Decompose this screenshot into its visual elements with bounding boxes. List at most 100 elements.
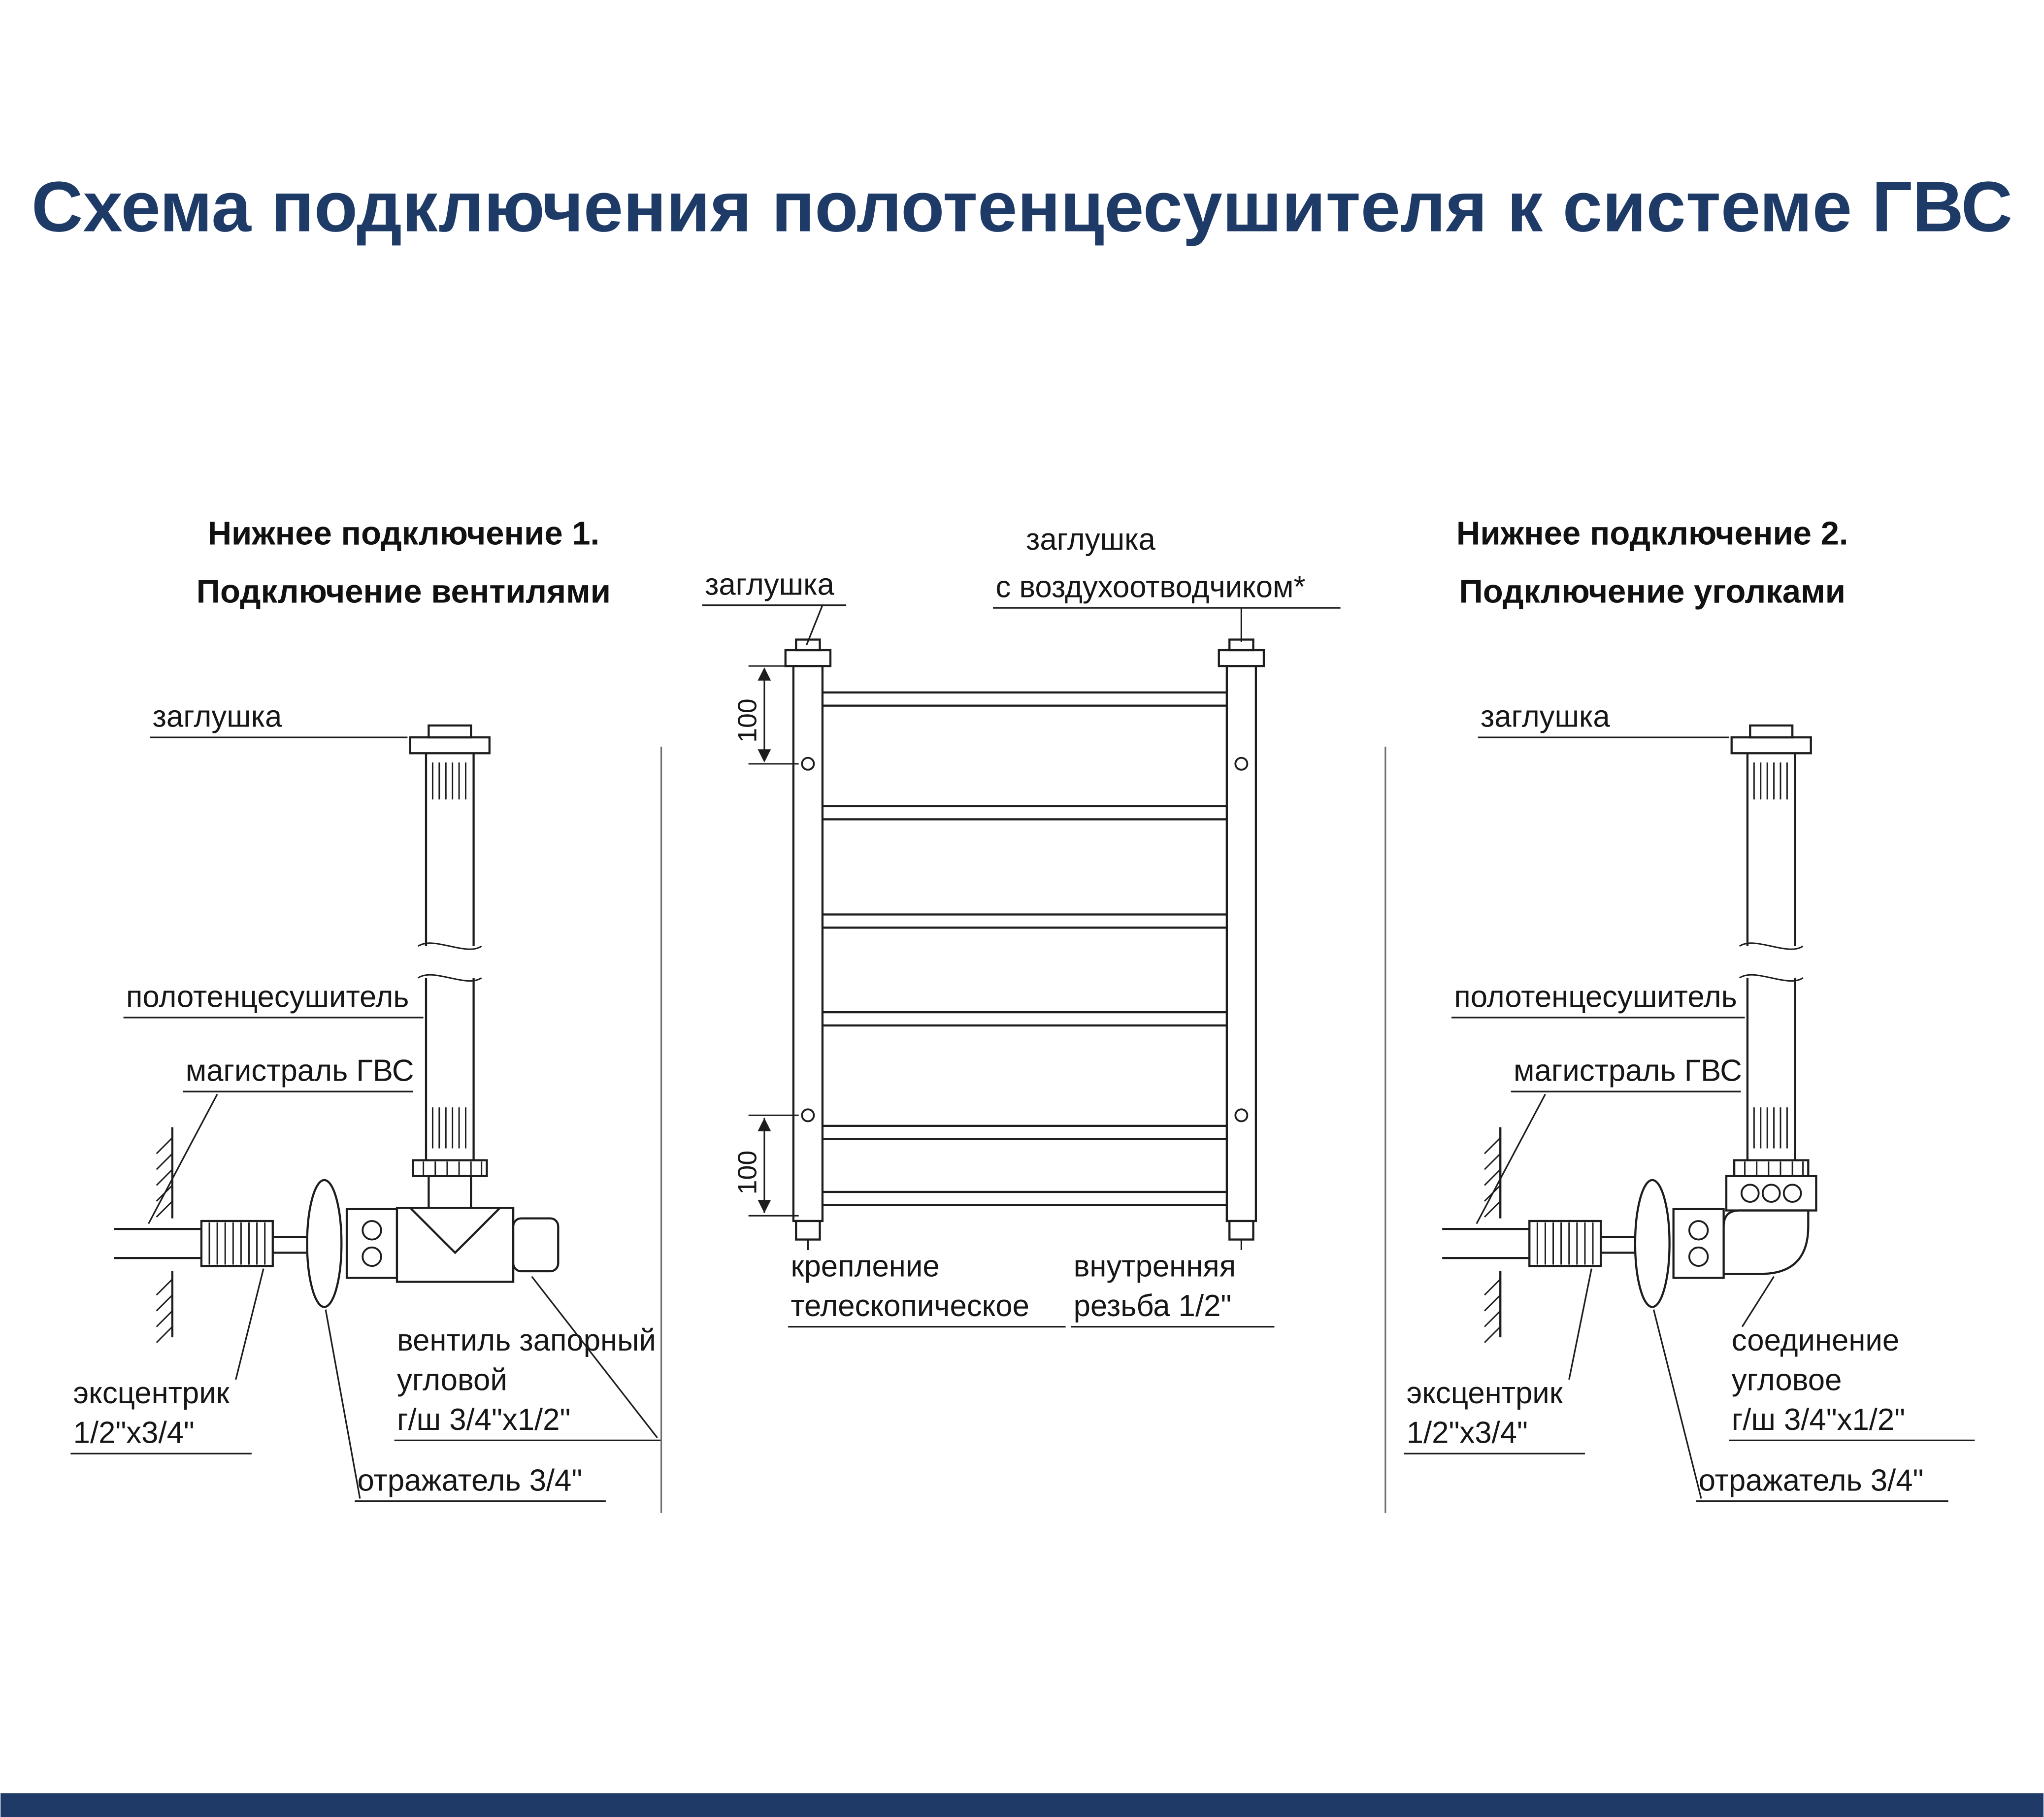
thread-label-line2: резьба 1/2" (1074, 1289, 1232, 1323)
towel-rail-label: полотенцесушитель (1454, 980, 1737, 1014)
eccentric-label-left-section: эксцентрик 1/2"x3/4" (70, 1268, 264, 1454)
neck-lines (1601, 1236, 1635, 1254)
thread-label-group: внутренняя резьба 1/2" (1071, 1239, 1275, 1328)
mount-hole (1234, 757, 1249, 771)
cap-right-label-group: заглушка с воздухоотводчиком* (992, 523, 1341, 642)
thread-hatch-bottom (1753, 1107, 1788, 1149)
pipe-break-waves (1739, 942, 1804, 982)
connection-2-diagram: Нижнее подключение 2. Подключение уголка… (1404, 515, 1975, 1502)
eccentric-label-line1: эксцентрик (73, 1376, 230, 1410)
hws-main-label-left-section: магистраль ГВС (148, 1054, 414, 1224)
eccentric-label-line2: 1/2"x3/4" (73, 1416, 195, 1450)
connection-1-heading-line2: Подключение вентилями (197, 573, 611, 610)
mount-hole (801, 757, 815, 771)
eccentric-fitting (1528, 1220, 1602, 1267)
cap-right-air-vent (1218, 649, 1265, 667)
union-nut (345, 1208, 398, 1279)
union-nut-hole (1688, 1220, 1709, 1241)
leader-line (148, 1093, 218, 1224)
dim-value-top: 100 (733, 698, 762, 743)
mount-hole (801, 1108, 815, 1123)
rail-rung (819, 805, 1231, 821)
cap-left-label: заглушка (705, 567, 834, 601)
cap-right-label-line1: заглушка (1026, 523, 1155, 557)
page-title: Схема подключения полотенцесушителя к си… (32, 167, 2012, 247)
valve-label-left-section: вентиль запорный угловой г/ш 3/4"x1/2" (394, 1276, 661, 1441)
neck-lines (272, 1236, 307, 1254)
hws-main-label-right-section: магистраль ГВС (1476, 1054, 1742, 1224)
rail-rung (819, 913, 1231, 929)
towel-rail-label: полотенцесушитель (126, 980, 409, 1014)
rail-rung (819, 1011, 1231, 1027)
valve-label-line2: угловой (397, 1363, 507, 1397)
mount-hole (1234, 1108, 1249, 1123)
union-nut-hole (362, 1246, 382, 1267)
reflector-label-right-section: отражатель 3/4" (1652, 1309, 1948, 1502)
towel-rail-label-right-section: полотенцесушитель (1451, 980, 1745, 1019)
connection-2-heading-line2: Подключение уголками (1459, 573, 1846, 610)
reflector-label-left-section: отражатель 3/4" (325, 1309, 606, 1502)
rail-rung (819, 1190, 1231, 1206)
leader-line (1568, 1268, 1592, 1380)
rail-post-right (1225, 665, 1257, 1222)
bottom-fitting-left (795, 1220, 821, 1241)
leader-line (1741, 1276, 1775, 1327)
connection-1-diagram: Нижнее подключение 1. Подключение вентил… (70, 515, 661, 1502)
bottom-fitting-right (1228, 1220, 1254, 1241)
union-nut (1672, 1208, 1725, 1279)
pipe-walls (425, 753, 475, 1160)
eccentric-fitting (200, 1220, 274, 1267)
union-nut-hole (1740, 1184, 1760, 1203)
valve-outlet-cap (512, 1217, 560, 1273)
dim-arrow-up (758, 667, 771, 681)
towel-rail-front-view: 100 100 заглушка заглушка с воздухоотвод… (702, 523, 1341, 1328)
dim-value-bottom: 100 (733, 1151, 762, 1195)
elbow-label-line2: угловое (1732, 1363, 1842, 1397)
dim-arrow-down (758, 1200, 771, 1213)
cap-disc (1730, 736, 1812, 755)
valve-label-line3: г/ш 3/4"x1/2" (397, 1403, 570, 1437)
mount-label-line1: крепление (791, 1250, 939, 1284)
pipe-break-waves (418, 942, 482, 982)
thread-hatch-bottom (431, 1107, 466, 1149)
valve-symbol-triangle (407, 1207, 503, 1255)
thread-label-line1: внутренняя (1074, 1250, 1236, 1284)
hws-main-label: магистраль ГВС (186, 1054, 414, 1088)
eccentric-label-line1: эксцентрик (1407, 1376, 1563, 1410)
rail-rung (819, 1124, 1231, 1140)
footer-accent-bar (0, 1793, 2044, 1817)
hws-main-label: магистраль ГВС (1514, 1054, 1742, 1088)
wall-hatch (156, 1137, 173, 1343)
leader-line (235, 1268, 264, 1380)
elbow-label-line1: соединение (1732, 1323, 1899, 1357)
dim-arrow-down (758, 749, 771, 763)
leader-line (806, 605, 824, 645)
connection-1-heading-line1: Нижнее подключение 1. (208, 515, 600, 552)
union-hatch (1744, 1161, 1804, 1175)
cap-top (428, 724, 472, 739)
cap-left (784, 649, 832, 667)
towel-rail-pipe-left (409, 724, 491, 1209)
cap-label-right-section: заглушка (1478, 700, 1729, 738)
thread-hatch-top (431, 762, 466, 800)
rail-rung (819, 691, 1231, 707)
towel-rail-label-left-section: полотенцесушитель (123, 980, 424, 1019)
eccentric-label-right-section: эксцентрик 1/2"x3/4" (1404, 1268, 1592, 1454)
reflector-cup (1634, 1179, 1671, 1308)
dimension-bottom: 100 (733, 1114, 799, 1217)
reflector-label: отражатель 3/4" (357, 1463, 582, 1497)
cap-label: заглушка (1481, 700, 1610, 734)
reflector-label: отражатель 3/4" (1699, 1463, 1924, 1497)
leader-line (1652, 1309, 1702, 1499)
union-nut-hole (1688, 1246, 1709, 1267)
leader-line (325, 1309, 361, 1499)
dim-arrow-up (758, 1118, 771, 1131)
connection-2-heading-line1: Нижнее подключение 2. (1456, 515, 1848, 552)
valve-label-line1: вентиль запорный (397, 1323, 656, 1357)
elbow-label-right-section: соединение угловое г/ш 3/4"x1/2" (1729, 1276, 1975, 1441)
cap-label-left-section: заглушка (150, 700, 408, 738)
elbow-body (1722, 1209, 1810, 1275)
angle-valve-assembly (114, 1127, 560, 1343)
